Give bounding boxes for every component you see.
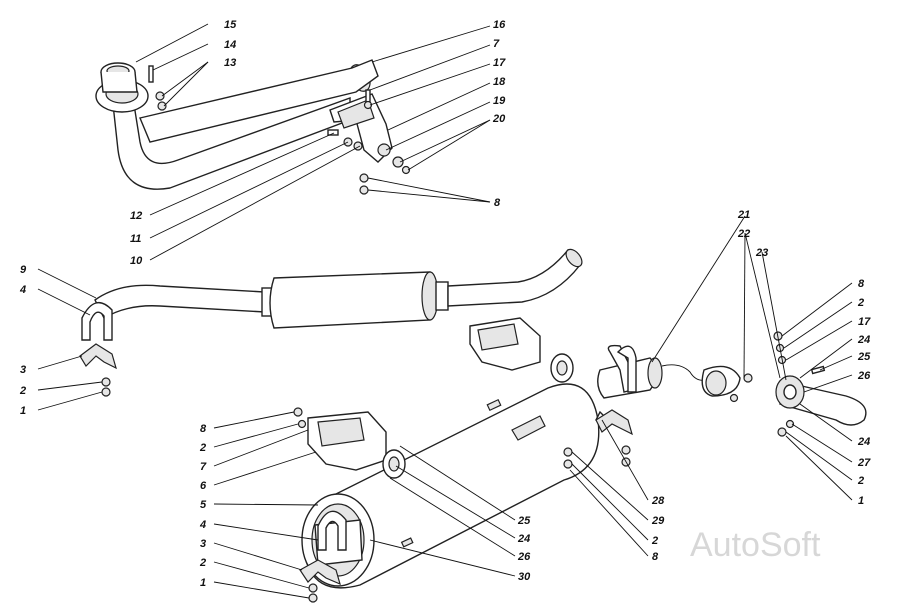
callout-2-right-bottom: 2 — [857, 475, 864, 487]
callout-11: 11 — [130, 233, 141, 245]
callout-1-muffler: 1 — [200, 577, 206, 589]
callout-24-muffler: 24 — [517, 533, 530, 545]
callout-10: 10 — [130, 255, 143, 267]
main-muffler — [293, 317, 609, 603]
callout-18: 18 — [493, 76, 506, 88]
callout-17: 17 — [493, 57, 506, 69]
callout-2-right-top: 2 — [857, 297, 864, 309]
callout-4-mid: 4 — [19, 284, 26, 296]
callout-26-muffler: 26 — [517, 551, 531, 563]
callout-14: 14 — [224, 39, 236, 51]
callout-21: 21 — [737, 209, 750, 221]
callout-8-right: 8 — [858, 278, 865, 290]
tail-pipe-assembly — [595, 331, 867, 467]
callout-23: 23 — [755, 247, 768, 259]
callout-6: 6 — [200, 480, 207, 492]
callout-labels: 15 14 13 16 7 17 18 19 20 12 11 10 8 9 4… — [19, 19, 871, 589]
callout-16: 16 — [493, 19, 506, 31]
callout-8-upper: 8 — [494, 197, 501, 209]
callout-1-right: 1 — [858, 495, 864, 507]
callout-9: 9 — [20, 264, 27, 276]
callout-5: 5 — [200, 499, 207, 511]
intermediate-pipe-resonator — [79, 248, 583, 397]
callout-13: 13 — [224, 57, 236, 69]
callout-8-muffler-right: 8 — [652, 551, 659, 563]
watermark: AutoSoft — [690, 526, 821, 564]
callout-1-mid: 1 — [20, 405, 26, 417]
callout-26-right: 26 — [857, 370, 871, 382]
callout-17-right: 17 — [858, 316, 871, 328]
callout-24-right-bottom: 24 — [857, 436, 870, 448]
callout-20: 20 — [492, 113, 506, 125]
callout-25-right: 25 — [857, 351, 871, 363]
callout-2-muffler-bottom: 2 — [199, 557, 206, 569]
callout-2-mid: 2 — [19, 385, 26, 397]
callout-28: 28 — [651, 495, 665, 507]
front-exhaust-pipe — [95, 59, 411, 195]
callout-12: 12 — [130, 210, 142, 222]
callout-7: 7 — [493, 38, 500, 50]
callout-19: 19 — [493, 95, 506, 107]
callout-27: 27 — [857, 457, 871, 469]
callout-2-muffler-right: 2 — [651, 535, 658, 547]
callout-29: 29 — [651, 515, 665, 527]
callout-7-muffler: 7 — [200, 461, 207, 473]
callout-30: 30 — [518, 571, 531, 583]
callout-4-muffler: 4 — [199, 519, 206, 531]
leader-lines — [37, 23, 853, 599]
callout-15: 15 — [224, 19, 237, 31]
callout-22: 22 — [737, 228, 750, 240]
callout-3-muffler: 3 — [200, 538, 206, 550]
callout-25-muffler: 25 — [517, 515, 531, 527]
callout-2-muffler-top: 2 — [199, 442, 206, 454]
callout-24-right-top: 24 — [857, 334, 870, 346]
callout-3-mid: 3 — [20, 364, 26, 376]
callout-8-muffler: 8 — [200, 423, 207, 435]
